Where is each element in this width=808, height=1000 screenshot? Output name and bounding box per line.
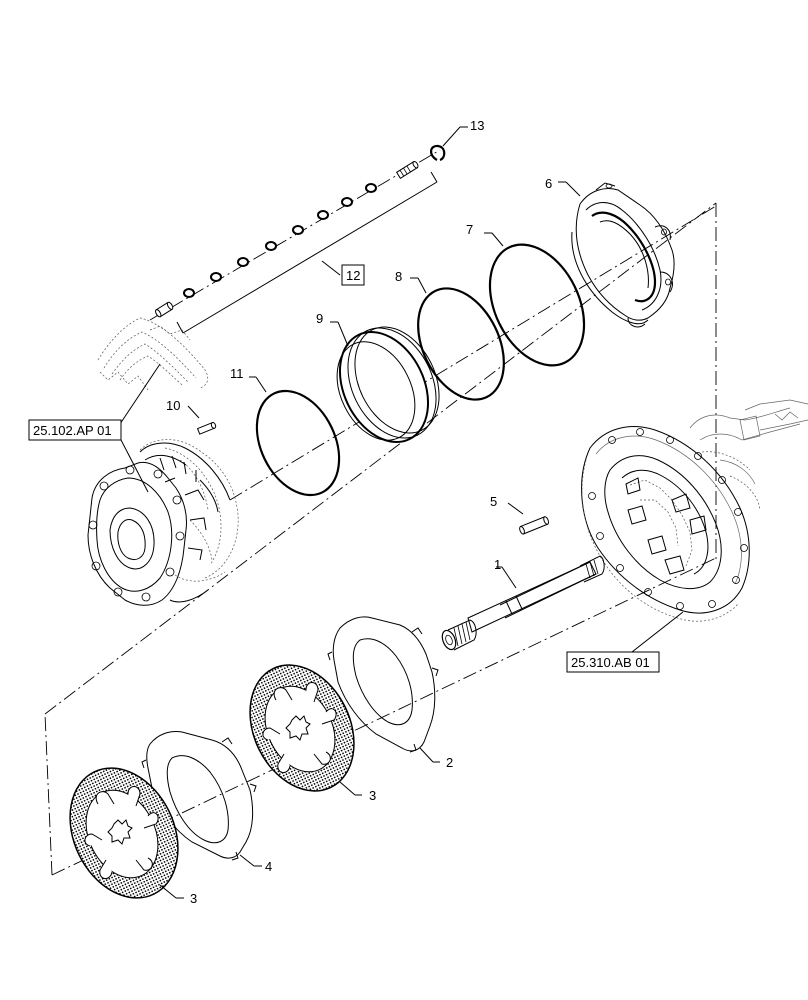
separator-plate-part-2 bbox=[327, 616, 440, 763]
callout-3-upper: 3 bbox=[369, 788, 376, 803]
hub-reference-box[interactable] bbox=[28, 419, 122, 441]
callout-9: 9 bbox=[316, 311, 323, 326]
callout-labels: 1 2 3 3 4 5 6 7 8 9 10 11 13 12 bbox=[166, 118, 552, 906]
pin-part-5 bbox=[507, 502, 550, 535]
o-ring-part-8 bbox=[410, 277, 505, 401]
callout-3-lower: 3 bbox=[190, 891, 197, 906]
pin-kit-part-12 bbox=[155, 161, 438, 334]
axle-shaft-part-1 bbox=[441, 555, 605, 651]
callout-1: 1 bbox=[494, 557, 501, 572]
snap-ring-part-13 bbox=[430, 126, 468, 162]
piston-part-9 bbox=[330, 321, 440, 444]
callout-10: 10 bbox=[166, 398, 180, 413]
o-ring-part-11 bbox=[249, 376, 341, 497]
reference-leaders bbox=[119, 363, 684, 653]
housing-cover-part-6 bbox=[558, 181, 675, 328]
dowel-pin-part-10 bbox=[187, 405, 217, 435]
friction-disc-part-3-lower bbox=[69, 767, 184, 899]
housing-reference-box[interactable] bbox=[566, 651, 660, 673]
assembly-axis-lines bbox=[44, 149, 717, 876]
friction-disc-part-3-upper bbox=[249, 664, 362, 796]
axle-housing-assembly bbox=[581, 399, 808, 622]
callout-8: 8 bbox=[395, 269, 402, 284]
hub-reference-label[interactable]: 25.102.AP 01 bbox=[33, 423, 112, 438]
o-ring-part-7 bbox=[484, 232, 586, 367]
callout-11: 11 bbox=[230, 366, 244, 381]
ghost-brake-fragment bbox=[97, 317, 209, 391]
wheel-hub-assembly bbox=[87, 439, 239, 606]
callout-4: 4 bbox=[265, 859, 272, 874]
callout-5: 5 bbox=[490, 494, 497, 509]
callout-12: 12 bbox=[346, 268, 360, 283]
callout-7: 7 bbox=[466, 222, 473, 237]
callout-12-box bbox=[341, 264, 365, 286]
callout-2: 2 bbox=[446, 755, 453, 770]
callout-13: 13 bbox=[470, 118, 484, 133]
callout-6: 6 bbox=[545, 176, 552, 191]
housing-reference-label[interactable]: 25.310.AB 01 bbox=[571, 655, 650, 670]
reference-boxes: 25.102.AP 01 25.310.AB 01 bbox=[28, 419, 660, 673]
